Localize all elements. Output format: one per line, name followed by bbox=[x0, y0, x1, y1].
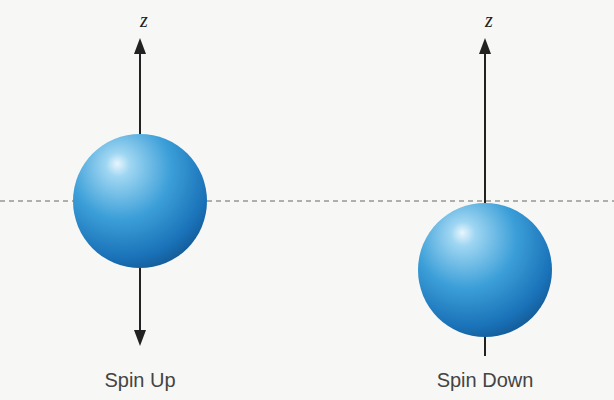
axis-label: z bbox=[485, 9, 493, 32]
caption-label: Spin Up bbox=[104, 369, 175, 392]
arrow-head bbox=[479, 38, 491, 54]
caption-label: Spin Down bbox=[437, 369, 534, 392]
electron-sphere bbox=[418, 203, 552, 337]
arrow-head bbox=[134, 330, 146, 346]
arrow-head bbox=[134, 38, 146, 54]
electron-sphere bbox=[73, 134, 207, 268]
axis-label: z bbox=[140, 9, 148, 32]
